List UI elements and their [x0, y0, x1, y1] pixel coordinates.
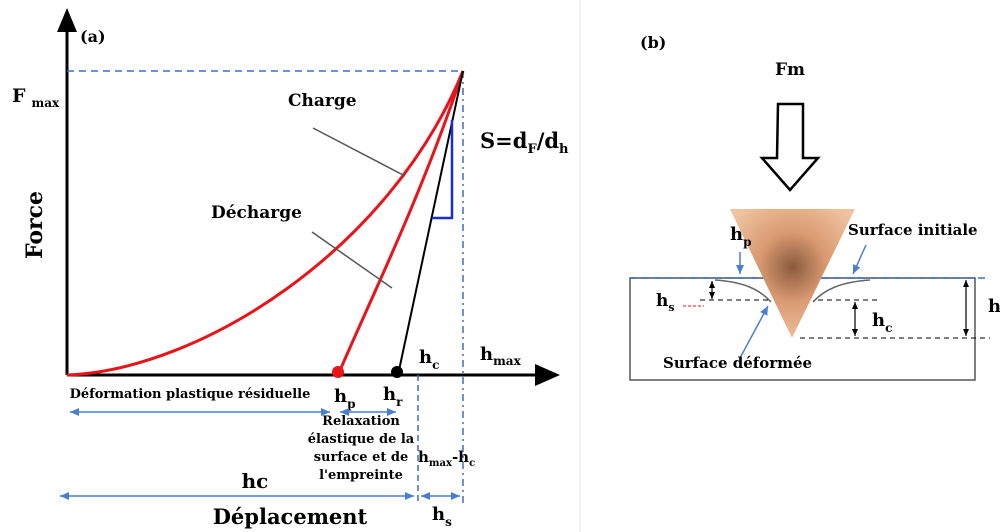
x-axis-label: Déplacement	[213, 504, 368, 529]
hs-label-b: hs	[656, 291, 675, 314]
hmax-hc-label: hmax-hc	[418, 448, 475, 469]
decharge-label: Décharge	[211, 203, 302, 223]
decharge-curve	[336, 70, 465, 376]
relaxation-label: Relaxation élastique de la surface et de…	[308, 414, 415, 483]
x-axis-arrow-icon	[535, 364, 560, 386]
hp-label: hp	[334, 386, 355, 411]
hc-total-label: hc	[242, 469, 269, 493]
indenter-icon	[730, 209, 855, 338]
svg-text:l'empreinte: l'empreinte	[319, 468, 403, 483]
hc-label-b: hc	[872, 310, 892, 335]
stiffness-label: S=dF/dh	[480, 128, 569, 157]
hr-point	[391, 366, 403, 378]
force-arrow-icon	[759, 102, 821, 192]
y-axis-arrow-icon	[57, 8, 77, 32]
hp-point	[332, 366, 344, 378]
charge-curve	[66, 70, 465, 377]
h-label-b: h	[988, 296, 1000, 317]
svg-text:Relaxation: Relaxation	[322, 414, 400, 429]
hs-label: hs	[432, 504, 452, 529]
svg-text:surface et de: surface et de	[314, 450, 409, 465]
hp-label-b: hp	[730, 224, 751, 249]
y-axis-label: Force	[22, 191, 48, 259]
tangent-line	[397, 70, 464, 376]
hmax-label: hmax	[480, 344, 522, 368]
surface-initiale-label: Surface initiale	[848, 221, 978, 239]
force-label: Fm	[775, 60, 805, 80]
panel-b: (b) Fm hp Surface initiale hs hc h	[629, 33, 1000, 381]
hc-label: hc	[419, 347, 439, 372]
deformed-surface-left	[714, 279, 772, 303]
surface-initiale-arrow	[852, 244, 867, 275]
panel-b-label: (b)	[640, 33, 666, 52]
charge-pointer	[312, 127, 406, 177]
surface-deformee-label: Surface déformée	[663, 354, 812, 372]
svg-text:élastique de la: élastique de la	[308, 432, 415, 447]
stiffness-triangle	[432, 120, 454, 220]
deformed-surface-right	[812, 279, 871, 303]
hr-label: hr	[383, 384, 403, 409]
panel-a-label: (a)	[80, 27, 106, 46]
deformation-label: Déformation plastique résiduelle	[70, 387, 311, 402]
surface-deformee-arrow	[739, 305, 769, 359]
decharge-pointer	[311, 231, 393, 289]
charge-label: Charge	[288, 91, 357, 111]
